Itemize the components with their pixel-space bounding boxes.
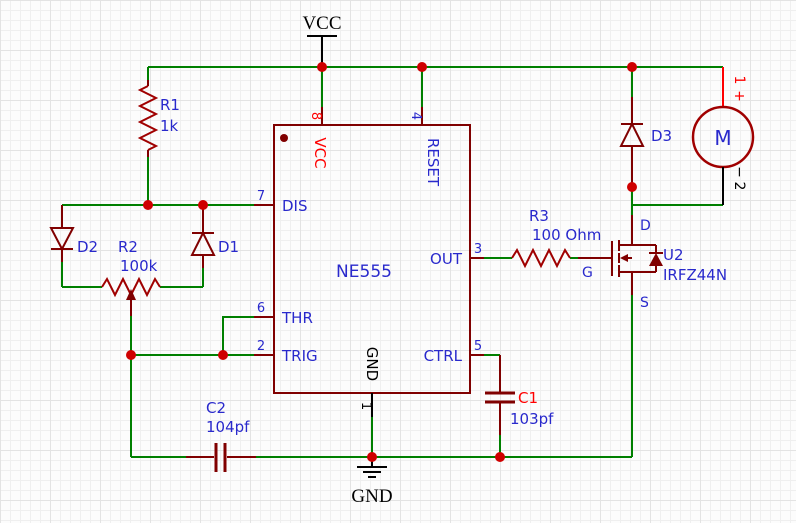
r3-value-label[interactable]: 100 Ohm [532,226,601,244]
d1-ref-label[interactable]: D1 [218,238,239,256]
ic-pin8-name: VCC [311,137,329,168]
ic-pin6-name: THR [281,309,313,327]
c2-ref-label[interactable]: C2 [206,399,226,417]
r2-ref-label[interactable]: R2 [118,238,138,256]
junction-dot [367,452,377,462]
d2-ref-label[interactable]: D2 [77,238,98,256]
d3-ref-label[interactable]: D3 [651,127,672,145]
vcc-flag-label[interactable]: VCC [302,13,341,34]
r3-body[interactable] [511,247,571,269]
junction-dot [126,350,136,360]
r2-value-label[interactable]: 100k [120,257,158,275]
ic-pin2-name: TRIG [281,347,318,365]
ic-pin7-name: DIS [282,197,308,215]
ic-pin5-number: 5 [474,339,482,354]
c2-value-label[interactable]: 104pf [206,418,250,436]
r2-wiper-arrow[interactable] [126,289,136,300]
ic-pin2-number: 2 [257,339,265,354]
ic-pin7-number: 7 [257,189,265,204]
mosfet-pin-s-label: S [640,295,649,311]
ne555-ic[interactable]: NE555 8 4 7 6 2 3 5 1 VCC RESET DIS THR … [254,107,484,417]
junction-dots [126,62,637,462]
junction-dot [627,182,637,192]
d2-triangle[interactable] [49,227,75,252]
vcc-flag[interactable]: VCC [302,13,342,66]
r1-value-label[interactable]: 1k [160,117,179,135]
junction-dot [627,62,637,72]
junction-dot [417,62,427,72]
motor-m[interactable]: M 1 + − 2 [691,67,755,205]
motor-pos-pin-sign: + [731,90,747,102]
motor-pos-pin-number: 1 [731,76,747,85]
d3-diode[interactable]: D3 [619,97,672,184]
gnd-flag[interactable]: GND [351,457,393,507]
wire-thr[interactable] [222,316,254,355]
ic-pin1-number: 1 [358,402,373,410]
junction-dot [198,200,208,210]
ic-pin4-number: 4 [408,112,423,120]
mosfet-labels: D G S U2 IRFZ44N [582,218,727,311]
r1-ref-label[interactable]: R1 [160,96,180,114]
junction-dot [143,200,153,210]
junction-dot [317,62,327,72]
d2-diode[interactable]: D2 [49,205,98,262]
ic-pin8-number: 8 [308,112,323,120]
r3-ref-label[interactable]: R3 [529,207,549,225]
c1-capacitor[interactable]: C1 103pf [485,355,554,435]
ic-pin5-name: CTRL [424,347,463,365]
junction-dot [218,350,228,360]
motor-neg-pin-sign: − [731,166,747,178]
mosfet-pin-d-label: D [640,218,651,234]
ic-name-label[interactable]: NE555 [336,262,392,282]
mosfet-u2[interactable] [611,215,663,295]
mosfet-pin-g-label: G [582,265,593,281]
r1-body[interactable] [137,85,159,151]
ic-pin1-name: GND [363,347,381,381]
gnd-flag-label[interactable]: GND [351,486,392,507]
ic-pin1-indicator [280,134,288,142]
ic-pin3-number: 3 [474,242,482,257]
motor-neg-pin-number: 2 [731,182,747,191]
mosfet-arrow-head[interactable] [620,254,628,262]
mosfet-ref-label[interactable]: U2 [663,246,684,264]
c1-ref-label[interactable]: C1 [518,389,538,407]
mosfet-part-label[interactable]: IRFZ44N [663,266,727,284]
d1-triangle[interactable] [190,230,216,256]
c2-capacitor[interactable]: C2 104pf [186,399,256,472]
d1-diode[interactable]: D1 [190,205,239,268]
ic-pin3-name: OUT [430,250,463,268]
r2-potentiometer[interactable]: R2 100k [101,238,161,316]
ic-pin4-name: RESET [424,138,442,187]
ic-pin6-number: 6 [257,301,265,316]
c1-value-label[interactable]: 103pf [510,410,554,428]
mosfet-bodydiode-triangle[interactable] [649,253,663,266]
r1-resistor[interactable]: R1 1k [137,80,180,157]
junction-dot [495,452,505,462]
motor-label[interactable]: M [714,126,731,150]
d3-triangle[interactable] [619,121,645,147]
r3-resistor[interactable]: R3 100 Ohm [511,207,612,269]
